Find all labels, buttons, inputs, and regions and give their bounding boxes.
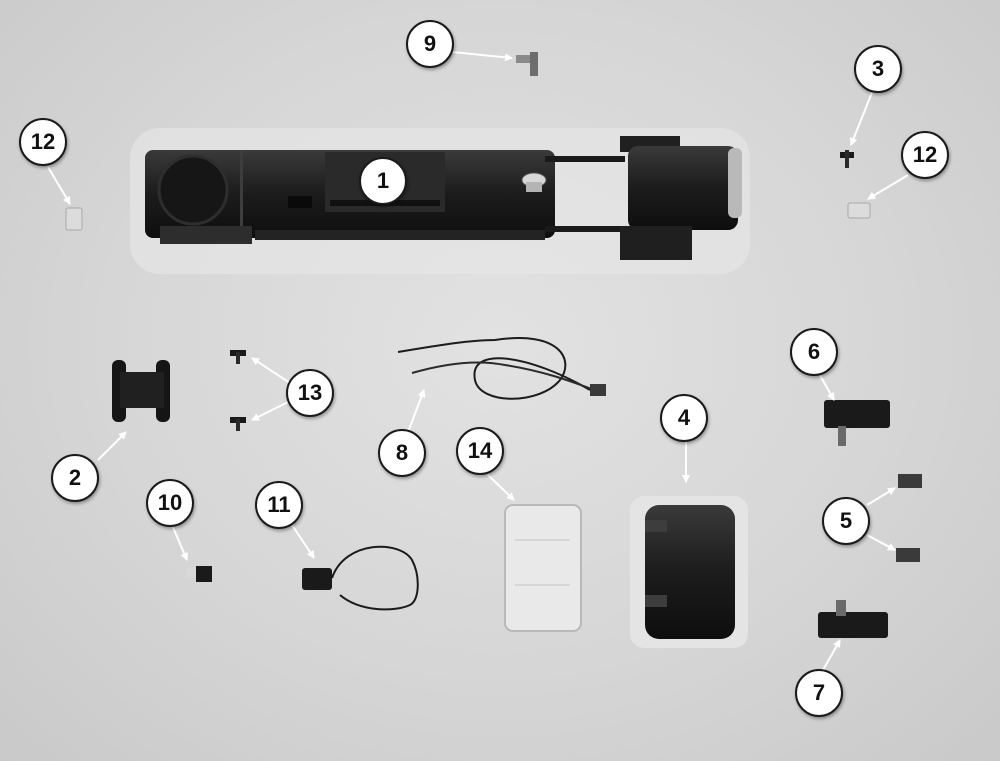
callout-8: 8 — [378, 429, 426, 477]
part-11-lamp — [289, 521, 419, 611]
callout-label: 5 — [839, 508, 853, 533]
callout-label: 10 — [157, 490, 183, 515]
callout-label: 2 — [68, 465, 82, 490]
callout-7: 7 — [795, 669, 843, 717]
callout-label: 8 — [395, 440, 409, 465]
callout-11: 11 — [255, 481, 303, 529]
callout-6: 6 — [790, 328, 838, 376]
callout-5: 5 — [822, 497, 870, 545]
callout-label: 3 — [871, 56, 885, 81]
callout-label: 9 — [423, 31, 437, 56]
callout-label: 14 — [467, 438, 493, 463]
callout-14: 14 — [456, 427, 504, 475]
callout-label: 7 — [812, 680, 826, 705]
callout-9: 9 — [406, 20, 454, 68]
part-10-bulb — [171, 524, 212, 582]
part-2-bracket — [97, 360, 170, 461]
callout-label: 13 — [297, 380, 323, 405]
callout-4: 4 — [660, 394, 708, 442]
callout-10: 10 — [146, 479, 194, 527]
part-6-bracket — [816, 369, 890, 446]
callout-2: 2 — [51, 454, 99, 502]
part-7-bracket — [818, 600, 888, 671]
callout-label: 4 — [677, 405, 691, 430]
part-1-chassis — [130, 128, 750, 274]
callout-1: 1 — [359, 157, 407, 205]
part-12-lens-left — [47, 166, 83, 231]
callout-12-right: 12 — [901, 131, 949, 179]
part-8-wire-harness — [397, 337, 606, 441]
callout-12-left: 12 — [19, 118, 67, 166]
callout-label: 11 — [267, 492, 291, 517]
part-9-pin — [451, 51, 538, 76]
part-13-screws — [230, 350, 291, 431]
callout-label: 12 — [30, 129, 56, 154]
callout-label: 1 — [376, 168, 390, 193]
callout-label: 12 — [912, 142, 938, 167]
callout-label: 6 — [807, 339, 821, 364]
part-12-lens-right — [847, 174, 909, 219]
part-3-small-part — [840, 89, 874, 168]
part-14-clear-body — [487, 474, 582, 632]
callout-13: 13 — [286, 369, 334, 417]
callout-3: 3 — [854, 45, 902, 93]
part-4-housing — [630, 437, 748, 648]
part-5-pins — [866, 474, 922, 562]
